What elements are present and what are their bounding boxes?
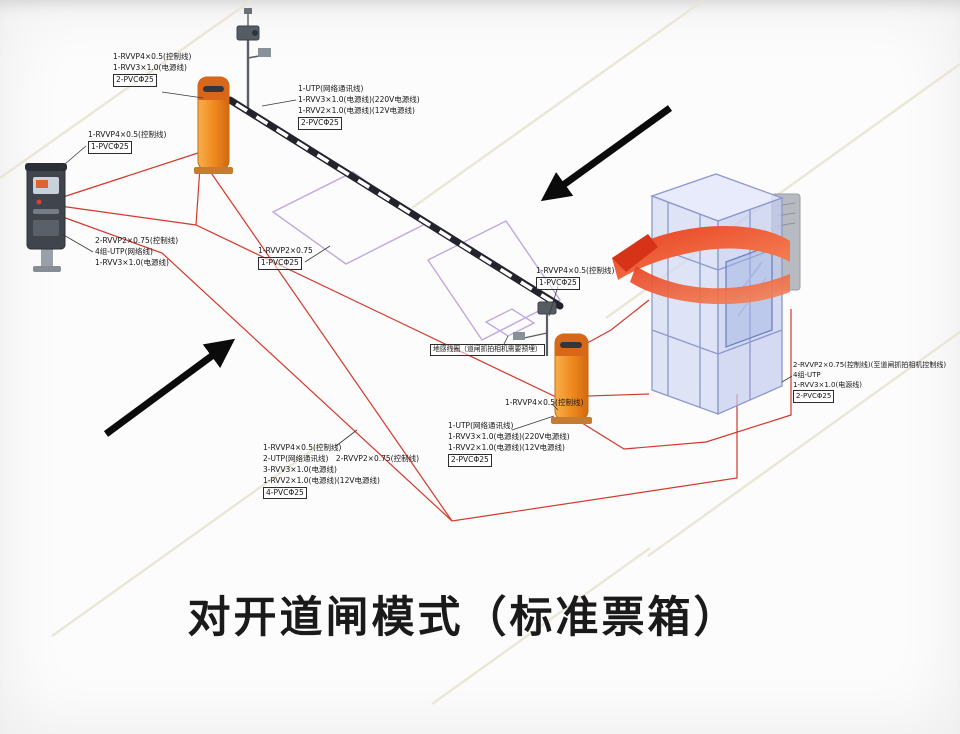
cable-label-entry-camera: 1-UTP(网络通讯线) 1-RVV3×1.0(电源线)(220V电源线) 1-…: [298, 84, 420, 130]
cable-spec-line: 1-RVVP4×0.5(控制线): [113, 52, 192, 61]
cable-spec-line: 1-RVVP4×0.5(控制线): [88, 130, 167, 139]
antenna-icon: [244, 8, 252, 14]
cable-spec-line: 1-RVV2×1.0(电源线)(12V电源线): [298, 105, 415, 115]
note-text: 地感线圈（道闸抓拍相机需要预埋）: [430, 344, 545, 356]
cable-spec-line: 1-RVVP4×0.5(控制线): [263, 443, 342, 452]
ticket-dispenser: [25, 163, 67, 272]
cable-spec-line: 2-PVCΦ25: [448, 453, 492, 467]
cable-spec-line: 1-RVVP2×0.75: [258, 246, 313, 255]
cable-label-island: 1-RVVP2×0.75 1-PVCΦ25: [258, 246, 313, 270]
cable-spec-line: 2-RVVP2×0.75(控制线): [335, 453, 419, 463]
cable-spec-line: 3-RVV3×1.0(电源线): [263, 464, 337, 474]
cable-spec-line: 2-RVVP2×0.75(控制线): [95, 236, 179, 245]
cable-label-exit-camera-feed: 1-RVVP4×0.5(控制线) 1-PVCΦ25: [536, 266, 614, 290]
traffic-arrows: [103, 105, 673, 437]
cable-spec-line: 4-PVCΦ25: [263, 486, 307, 500]
cable-spec-line: 2-RVVP2×0.75(控制线)(至道闸抓拍相机控制线): [793, 361, 947, 369]
red-ribbon: [612, 226, 790, 305]
cable-spec-line: 1-RVV3×1.0(电源线)(220V电源线): [298, 94, 420, 104]
cable-label-exit-gate: 1-UTP(网络通讯线) 1-RVV3×1.0(电源线)(220V电源线) 1-…: [448, 421, 570, 467]
cable-spec-line: 4组-UTP: [793, 371, 821, 380]
cable-spec-line: 2-UTP(网络通讯线): [263, 453, 329, 463]
cable-spec-line: 1-RVV3×1.0(电源线): [793, 381, 862, 390]
cable-spec-line: 1-UTP(网络通讯线): [298, 84, 364, 93]
cable-spec-line: 1-PVCΦ25: [88, 140, 132, 154]
cable-spec-line: 1-RVV3×1.0(电源线): [95, 257, 169, 267]
cable-label-ticket-machine: 1-RVVP4×0.5(控制线) 1-PVCΦ25: [88, 130, 166, 154]
cable-spec-line: 1-PVCΦ25: [258, 256, 302, 270]
cable-spec-line: 2-PVCΦ25: [298, 116, 342, 130]
ground-loop-outline: [484, 308, 536, 337]
cable-spec-line: 2-PVCΦ25: [793, 390, 835, 403]
camera-icon: [236, 25, 260, 41]
cable-spec-line: 1-RVV3×1.0(电源线): [113, 62, 187, 72]
barrier-gate-exit: [513, 301, 592, 424]
camera-icon: [537, 301, 557, 315]
road-lines: [0, 0, 960, 706]
cable-spec-line: 4组-UTP(网络线): [95, 246, 153, 256]
arrow-outbound: [103, 338, 236, 437]
cable-label-booth: 2-RVVP2×0.75(控制线)(至道闸抓拍相机控制线) 4组-UTP 1-R…: [793, 360, 955, 403]
cable-spec-line: 1-UTP(网络通讯线): [448, 421, 514, 430]
leader-lines: [57, 91, 793, 447]
cable-spec-line: 2-PVCΦ25: [113, 73, 157, 87]
lane-island-outline: [271, 171, 562, 341]
diagram-title: 对开道闸模式（标准票箱）: [187, 593, 740, 643]
cable-label-gate2-control: 1-RVVP4×0.5(控制线): [505, 398, 583, 409]
cable-label-bottom-trunk: 1-RVVP4×0.5(控制线) 2-UTP(网络通讯线) 2-RVVP2×0.…: [263, 443, 419, 500]
cable-spec-line: 1-RVV2×1.0(电源线)(12V电源线): [263, 475, 380, 485]
cable-spec-line: 1-RVV2×1.0(电源线)(12V电源线): [448, 442, 565, 452]
barrier-gate-entry: [194, 8, 564, 310]
cable-spec-line: 1-RVVP4×0.5(控制线): [536, 266, 615, 275]
cable-spec-line: 1-PVCΦ25: [536, 276, 580, 290]
ground-loop-note: 地感线圈（道闸抓拍相机需要预埋）: [430, 344, 545, 356]
cable-label-left-trunk: 2-RVVP2×0.75(控制线) 4组-UTP(网络线) 1-RVV3×1.0…: [95, 236, 178, 269]
cable-label-gate1: 1-RVVP4×0.5(控制线) 1-RVV3×1.0(电源线) 2-PVCΦ2…: [113, 52, 191, 87]
cable-spec-line: 1-RVVP4×0.5(控制线): [505, 398, 584, 407]
arrow-inbound: [540, 105, 673, 202]
cable-spec-line: 1-RVV3×1.0(电源线)(220V电源线): [448, 431, 570, 441]
